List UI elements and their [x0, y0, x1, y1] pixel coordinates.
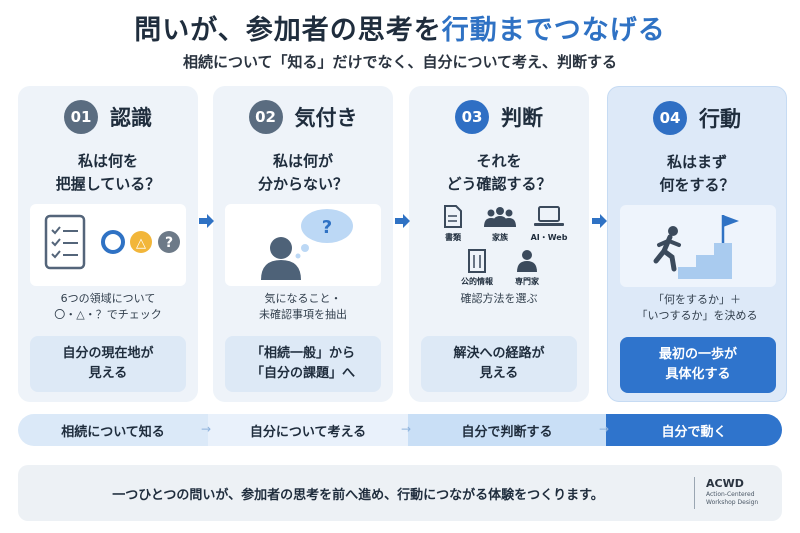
stage-name: 認識 — [110, 106, 152, 130]
arrow-right-icon — [395, 214, 410, 228]
method-label-documents: 書類 — [445, 232, 462, 242]
stage-header: 02 気付き — [213, 100, 393, 134]
stage-number-badge: 02 — [248, 100, 283, 134]
stage-question: それを どう確認する？ — [446, 152, 552, 193]
stage-result: 自分の現在地が 見える — [30, 336, 186, 392]
flow-step-know: 相続について知る — [18, 414, 208, 446]
stage-name: 判断 — [501, 106, 543, 130]
expert-icon — [517, 250, 537, 272]
triangle-mark-icon — [130, 231, 152, 253]
stage-description: 6つの領域について 〇・△・？でチェック — [54, 292, 162, 321]
methods-visual: 書類 家族 AI・Web 公的情報 — [421, 204, 577, 286]
checklist-icon — [44, 214, 86, 270]
chevron-right-icon: → — [599, 422, 610, 436]
stage-card-awareness: 02 気付き 私は何が 分からない？ ? 気になること・ 未確認事項を抽出 「相… — [213, 86, 393, 402]
bubble-question-mark: ? — [322, 217, 332, 238]
stage-result: 解決への経路が 見える — [421, 336, 577, 392]
checklist-visual: △ ? — [30, 204, 186, 286]
stage-card-recognition: 01 認識 私は何を 把握している？ △ ? 6つの領域について 〇・△・？でチ… — [18, 86, 198, 402]
triangle-mark: △ — [136, 236, 146, 251]
family-icon — [484, 207, 516, 227]
stairs-icon — [678, 243, 732, 279]
page-title: 問いが、参加者の思考を行動までつなげる — [0, 8, 800, 47]
building-icon — [468, 249, 486, 273]
thinking-person-icon — [261, 237, 301, 280]
flow-step-act: 自分で動く — [606, 414, 782, 446]
flow-step-think: 自分について考える — [208, 414, 408, 446]
question-mark-icon — [158, 231, 180, 253]
stage-description: 「何をするか」＋ 「いつするか」を決める — [636, 293, 758, 322]
logo-tagline: Action-Centered Workshop Design — [706, 491, 759, 506]
stage-card-action: 04 行動 私はまず 何をする？ 「何をするか」＋ 「いつするか」を決める 最初… — [607, 86, 787, 402]
stage-number-badge: 03 — [455, 100, 489, 134]
stage-question: 私は何を 把握している？ — [55, 152, 161, 193]
method-label-expert: 専門家 — [515, 276, 540, 286]
stage-result: 「相続一般」から 「自分の課題」へ — [225, 336, 381, 392]
question-bubble-icon: ? — [295, 209, 353, 259]
stage-header: 04 行動 — [608, 101, 786, 135]
method-label-family: 家族 — [492, 232, 509, 242]
laptop-icon — [534, 206, 564, 226]
stage-number-badge: 04 — [653, 101, 687, 135]
stage-result: 最初の一歩が 具体化する — [620, 337, 776, 393]
footer-message: 一つひとつの問いが、参加者の思考を前へ進め、行動につながる体験をつくります。 — [112, 487, 604, 503]
method-label-ai-web: AI・Web — [531, 233, 568, 242]
chevron-right-icon: → — [401, 422, 412, 436]
stage-description: 気になること・ 未確認事項を抽出 — [259, 292, 347, 321]
stage-name: 気付き — [294, 106, 358, 130]
question-mark: ? — [165, 235, 173, 251]
title-accent: 行動までつなげる — [441, 15, 666, 46]
stage-number-badge: 01 — [64, 100, 98, 134]
stage-header: 01 認識 — [18, 100, 198, 134]
circle-mark-icon — [101, 230, 125, 254]
logo-divider — [694, 477, 695, 509]
flag-icon — [721, 215, 739, 243]
method-label-public-info: 公的情報 — [461, 276, 494, 286]
title-main: 問いが、参加者の思考を — [134, 15, 442, 46]
thinking-person-visual: ? — [225, 204, 381, 286]
logo-name: ACWD — [706, 477, 744, 490]
climbing-visual — [620, 205, 776, 287]
stage-question: 私はまず 何をする？ — [659, 153, 735, 194]
arrow-right-icon — [592, 214, 607, 228]
page-subtitle: 相続について「知る」だけでなく、自分について考え、判断する — [182, 53, 618, 71]
running-person-icon — [653, 226, 681, 272]
stage-card-judgment: 03 判断 それを どう確認する？ 書類 家族 — [409, 86, 589, 402]
stage-question: 私は何が 分からない？ — [257, 152, 348, 193]
arrow-right-icon — [199, 214, 214, 228]
footer-panel: 一つひとつの問いが、参加者の思考を前へ進め、行動につながる体験をつくります。 A… — [18, 465, 782, 521]
stage-header: 03 判断 — [409, 100, 589, 134]
stage-description: 確認方法を選ぶ — [460, 292, 538, 305]
document-icon — [444, 205, 462, 228]
flow-step-judge: 自分で判断する — [408, 414, 606, 446]
chevron-right-icon: → — [201, 422, 212, 436]
stage-name: 行動 — [699, 107, 741, 131]
